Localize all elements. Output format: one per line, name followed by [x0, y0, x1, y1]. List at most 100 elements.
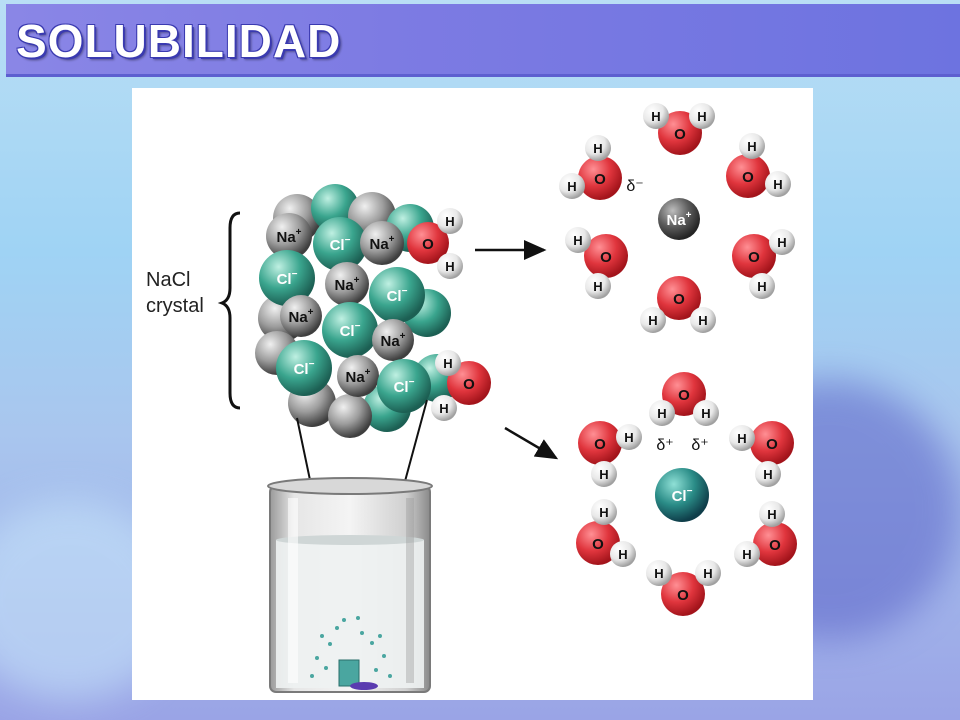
svg-text:O: O: [748, 249, 760, 266]
svg-text:H: H: [651, 109, 660, 124]
svg-text:H: H: [742, 547, 751, 562]
sodium-ion: Na+: [658, 198, 700, 240]
title-bar: SOLUBILIDAD: [6, 4, 960, 77]
svg-text:H: H: [654, 566, 663, 581]
sodium-cluster: Na+ δ⁻ O H H O H H O H H O H H O: [559, 103, 795, 333]
crystal-ion: Na+: [280, 295, 322, 337]
svg-text:Na+: Na+: [666, 210, 691, 229]
crystal-ion: Na+: [266, 213, 312, 259]
svg-text:H: H: [763, 467, 772, 482]
chloride-cluster: Cl− δ⁺ δ⁺ O H H O H H O H H O H H: [576, 372, 797, 616]
partial-charge-label: δ⁻: [626, 178, 643, 195]
diagram-panel: NaCl crystal Na+ Cl− Na+ Cl− Na+ Cl−: [132, 88, 813, 700]
crystal-ion: Na+: [372, 319, 414, 361]
partial-charge-label: δ⁺: [691, 437, 708, 454]
svg-text:Cl−: Cl−: [294, 359, 315, 378]
svg-text:H: H: [737, 431, 746, 446]
svg-text:H: H: [773, 177, 782, 192]
svg-text:H: H: [701, 406, 710, 421]
water-molecule: O H H: [578, 421, 642, 487]
svg-text:H: H: [618, 547, 627, 562]
svg-text:O: O: [742, 169, 754, 186]
crystal-ion: Cl−: [322, 302, 378, 358]
svg-text:Cl−: Cl−: [394, 377, 415, 396]
water-molecule: O H H: [726, 133, 791, 198]
water-molecule: O H H: [643, 103, 715, 155]
water-molecule: O H H: [649, 372, 719, 426]
arrow-to-chloride-cluster: [504, 426, 559, 460]
svg-text:Na+: Na+: [369, 234, 394, 253]
svg-text:Cl−: Cl−: [340, 321, 361, 340]
svg-text:Cl−: Cl−: [330, 235, 351, 254]
svg-text:H: H: [698, 313, 707, 328]
beaker: [267, 477, 433, 693]
svg-text:H: H: [445, 214, 454, 229]
svg-text:H: H: [624, 430, 633, 445]
solubility-diagram: NaCl crystal Na+ Cl− Na+ Cl− Na+ Cl−: [146, 103, 797, 693]
crystal-ion: Cl−: [377, 359, 431, 413]
water-molecule: O H H: [407, 208, 463, 279]
svg-text:O: O: [677, 587, 689, 604]
svg-text:O: O: [422, 236, 434, 253]
crystal-ion: Na+: [337, 355, 379, 397]
crystal-ion: Cl−: [276, 340, 332, 396]
svg-text:H: H: [657, 406, 666, 421]
water-molecule: O H H: [732, 229, 795, 299]
svg-text:O: O: [594, 171, 606, 188]
crystal-label-line2: crystal: [146, 295, 204, 317]
svg-text:H: H: [593, 279, 602, 294]
water-molecule: O H H: [576, 499, 636, 567]
svg-text:O: O: [594, 436, 606, 453]
svg-text:Na+: Na+: [380, 331, 405, 350]
water-molecule: O H H: [559, 135, 622, 200]
svg-text:O: O: [592, 536, 604, 553]
dissolving-particles: [310, 616, 392, 678]
svg-text:O: O: [463, 376, 475, 393]
svg-text:H: H: [573, 233, 582, 248]
partial-charge-label: δ⁺: [656, 437, 673, 454]
svg-text:O: O: [766, 436, 778, 453]
crystal-brace: [217, 211, 241, 410]
svg-text:Na+: Na+: [276, 227, 301, 246]
crystal-ion: Cl−: [369, 267, 425, 323]
svg-text:H: H: [567, 179, 576, 194]
water-molecule: O H H: [729, 421, 794, 487]
crystal-ion: Cl−: [259, 250, 315, 306]
svg-text:H: H: [648, 313, 657, 328]
slide-title: SOLUBILIDAD: [16, 15, 342, 67]
svg-text:H: H: [599, 505, 608, 520]
water-molecule: O H H: [640, 276, 716, 333]
salt-residue: [350, 682, 378, 690]
svg-text:Cl−: Cl−: [387, 286, 408, 305]
crystal-ion: Na+: [360, 221, 404, 265]
salt-sample: [338, 659, 360, 687]
svg-text:Na+: Na+: [334, 275, 359, 294]
svg-text:O: O: [678, 387, 690, 404]
svg-text:H: H: [767, 507, 776, 522]
crystal-label-line1: NaCl: [146, 269, 190, 291]
water-molecule: O H H: [565, 227, 628, 299]
svg-text:H: H: [777, 235, 786, 250]
svg-text:Cl−: Cl−: [277, 269, 298, 288]
svg-text:O: O: [674, 126, 686, 143]
svg-text:Na+: Na+: [345, 367, 370, 386]
svg-text:H: H: [697, 109, 706, 124]
svg-text:H: H: [757, 279, 766, 294]
svg-text:Na+: Na+: [288, 307, 313, 326]
svg-text:O: O: [600, 249, 612, 266]
svg-text:H: H: [747, 139, 756, 154]
crystal-ion: Cl−: [313, 217, 367, 271]
water-molecule: O H H: [734, 501, 797, 567]
crystal-ion: Na+: [325, 262, 369, 306]
svg-text:Cl−: Cl−: [672, 486, 693, 505]
chloride-ion: Cl−: [655, 468, 709, 522]
svg-text:H: H: [445, 259, 454, 274]
svg-text:O: O: [673, 291, 685, 308]
svg-text:H: H: [443, 356, 452, 371]
water-molecule: O H H: [646, 560, 721, 616]
svg-text:H: H: [599, 467, 608, 482]
svg-text:O: O: [769, 537, 781, 554]
svg-text:H: H: [703, 566, 712, 581]
svg-text:H: H: [593, 141, 602, 156]
water-molecule: O H H: [431, 350, 491, 421]
